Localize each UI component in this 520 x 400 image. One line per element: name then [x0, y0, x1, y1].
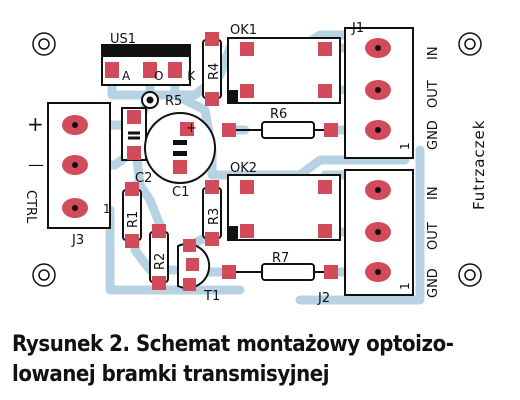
- r1-resistor: [122, 182, 142, 248]
- caption-line-2: lowanej bramki transmisyjnej: [12, 362, 330, 387]
- r3-label: R3: [207, 208, 222, 225]
- c1-plus-label: +: [186, 121, 197, 136]
- j1-pin-out: OUT: [426, 80, 441, 108]
- j3-pin1-marker: 1: [103, 202, 111, 216]
- figure-caption: Rysunek 2. Schemat montażowy optoizo- lo…: [12, 330, 462, 390]
- j1-label: J1: [351, 21, 364, 36]
- us1-label: US1: [110, 32, 136, 47]
- j3-minus-label: —: [28, 155, 44, 174]
- j2-pin-in: IN: [426, 186, 441, 200]
- ok2-label: OK2: [230, 161, 257, 176]
- j2-pin-gnd: GND: [426, 268, 441, 298]
- r6-label: R6: [270, 107, 287, 122]
- us1-pins-label: A O K: [122, 69, 205, 83]
- c1-capacitor: [144, 112, 216, 184]
- j3-connector: [47, 102, 111, 229]
- r2-label: R2: [153, 253, 168, 270]
- j2-pin1-marker: 1: [398, 282, 412, 290]
- r7-resistor: [222, 263, 338, 281]
- caption-line-1: Rysunek 2. Schemat montażowy optoizo-: [12, 332, 454, 357]
- us1-regulator: [101, 44, 191, 86]
- j1-pin-gnd: GND: [426, 120, 441, 150]
- j3-plus-label: +: [27, 112, 44, 136]
- j1-pin-in: IN: [426, 46, 441, 60]
- ok1-label: OK1: [230, 23, 257, 38]
- t1-label: T1: [203, 289, 220, 304]
- pcb-layout: US1 A O K R5 R4 OK1 J1 IN OUT GND 1: [23, 21, 488, 306]
- r4-label: R4: [207, 63, 222, 80]
- j3-label: J3: [71, 233, 84, 248]
- ok2-optocoupler: [227, 174, 341, 241]
- c1-label: C1: [172, 185, 189, 200]
- ok1-optocoupler: [227, 37, 341, 104]
- r6-resistor: [222, 121, 338, 139]
- j2-pin-out: OUT: [426, 222, 441, 250]
- r4-resistor: [202, 32, 222, 106]
- author-label: Futrzaczek: [470, 120, 488, 210]
- r1-label: R1: [126, 211, 141, 228]
- r5-label: R5: [165, 94, 182, 109]
- j1-pin1-marker: 1: [398, 142, 412, 150]
- c2-capacitor: [121, 107, 147, 161]
- j3-ctrl-label: CTRL: [23, 190, 38, 224]
- c2-label: C2: [135, 171, 152, 186]
- j2-label: J2: [317, 291, 330, 306]
- r2-resistor: [149, 224, 169, 290]
- r7-label: R7: [272, 251, 289, 266]
- t1-transistor: [177, 239, 211, 291]
- r3-resistor: [202, 180, 222, 246]
- mounting-holes: [32, 32, 482, 287]
- j2-connector: [344, 169, 414, 296]
- j1-connector: [344, 27, 414, 159]
- r5-resistor: [141, 91, 159, 109]
